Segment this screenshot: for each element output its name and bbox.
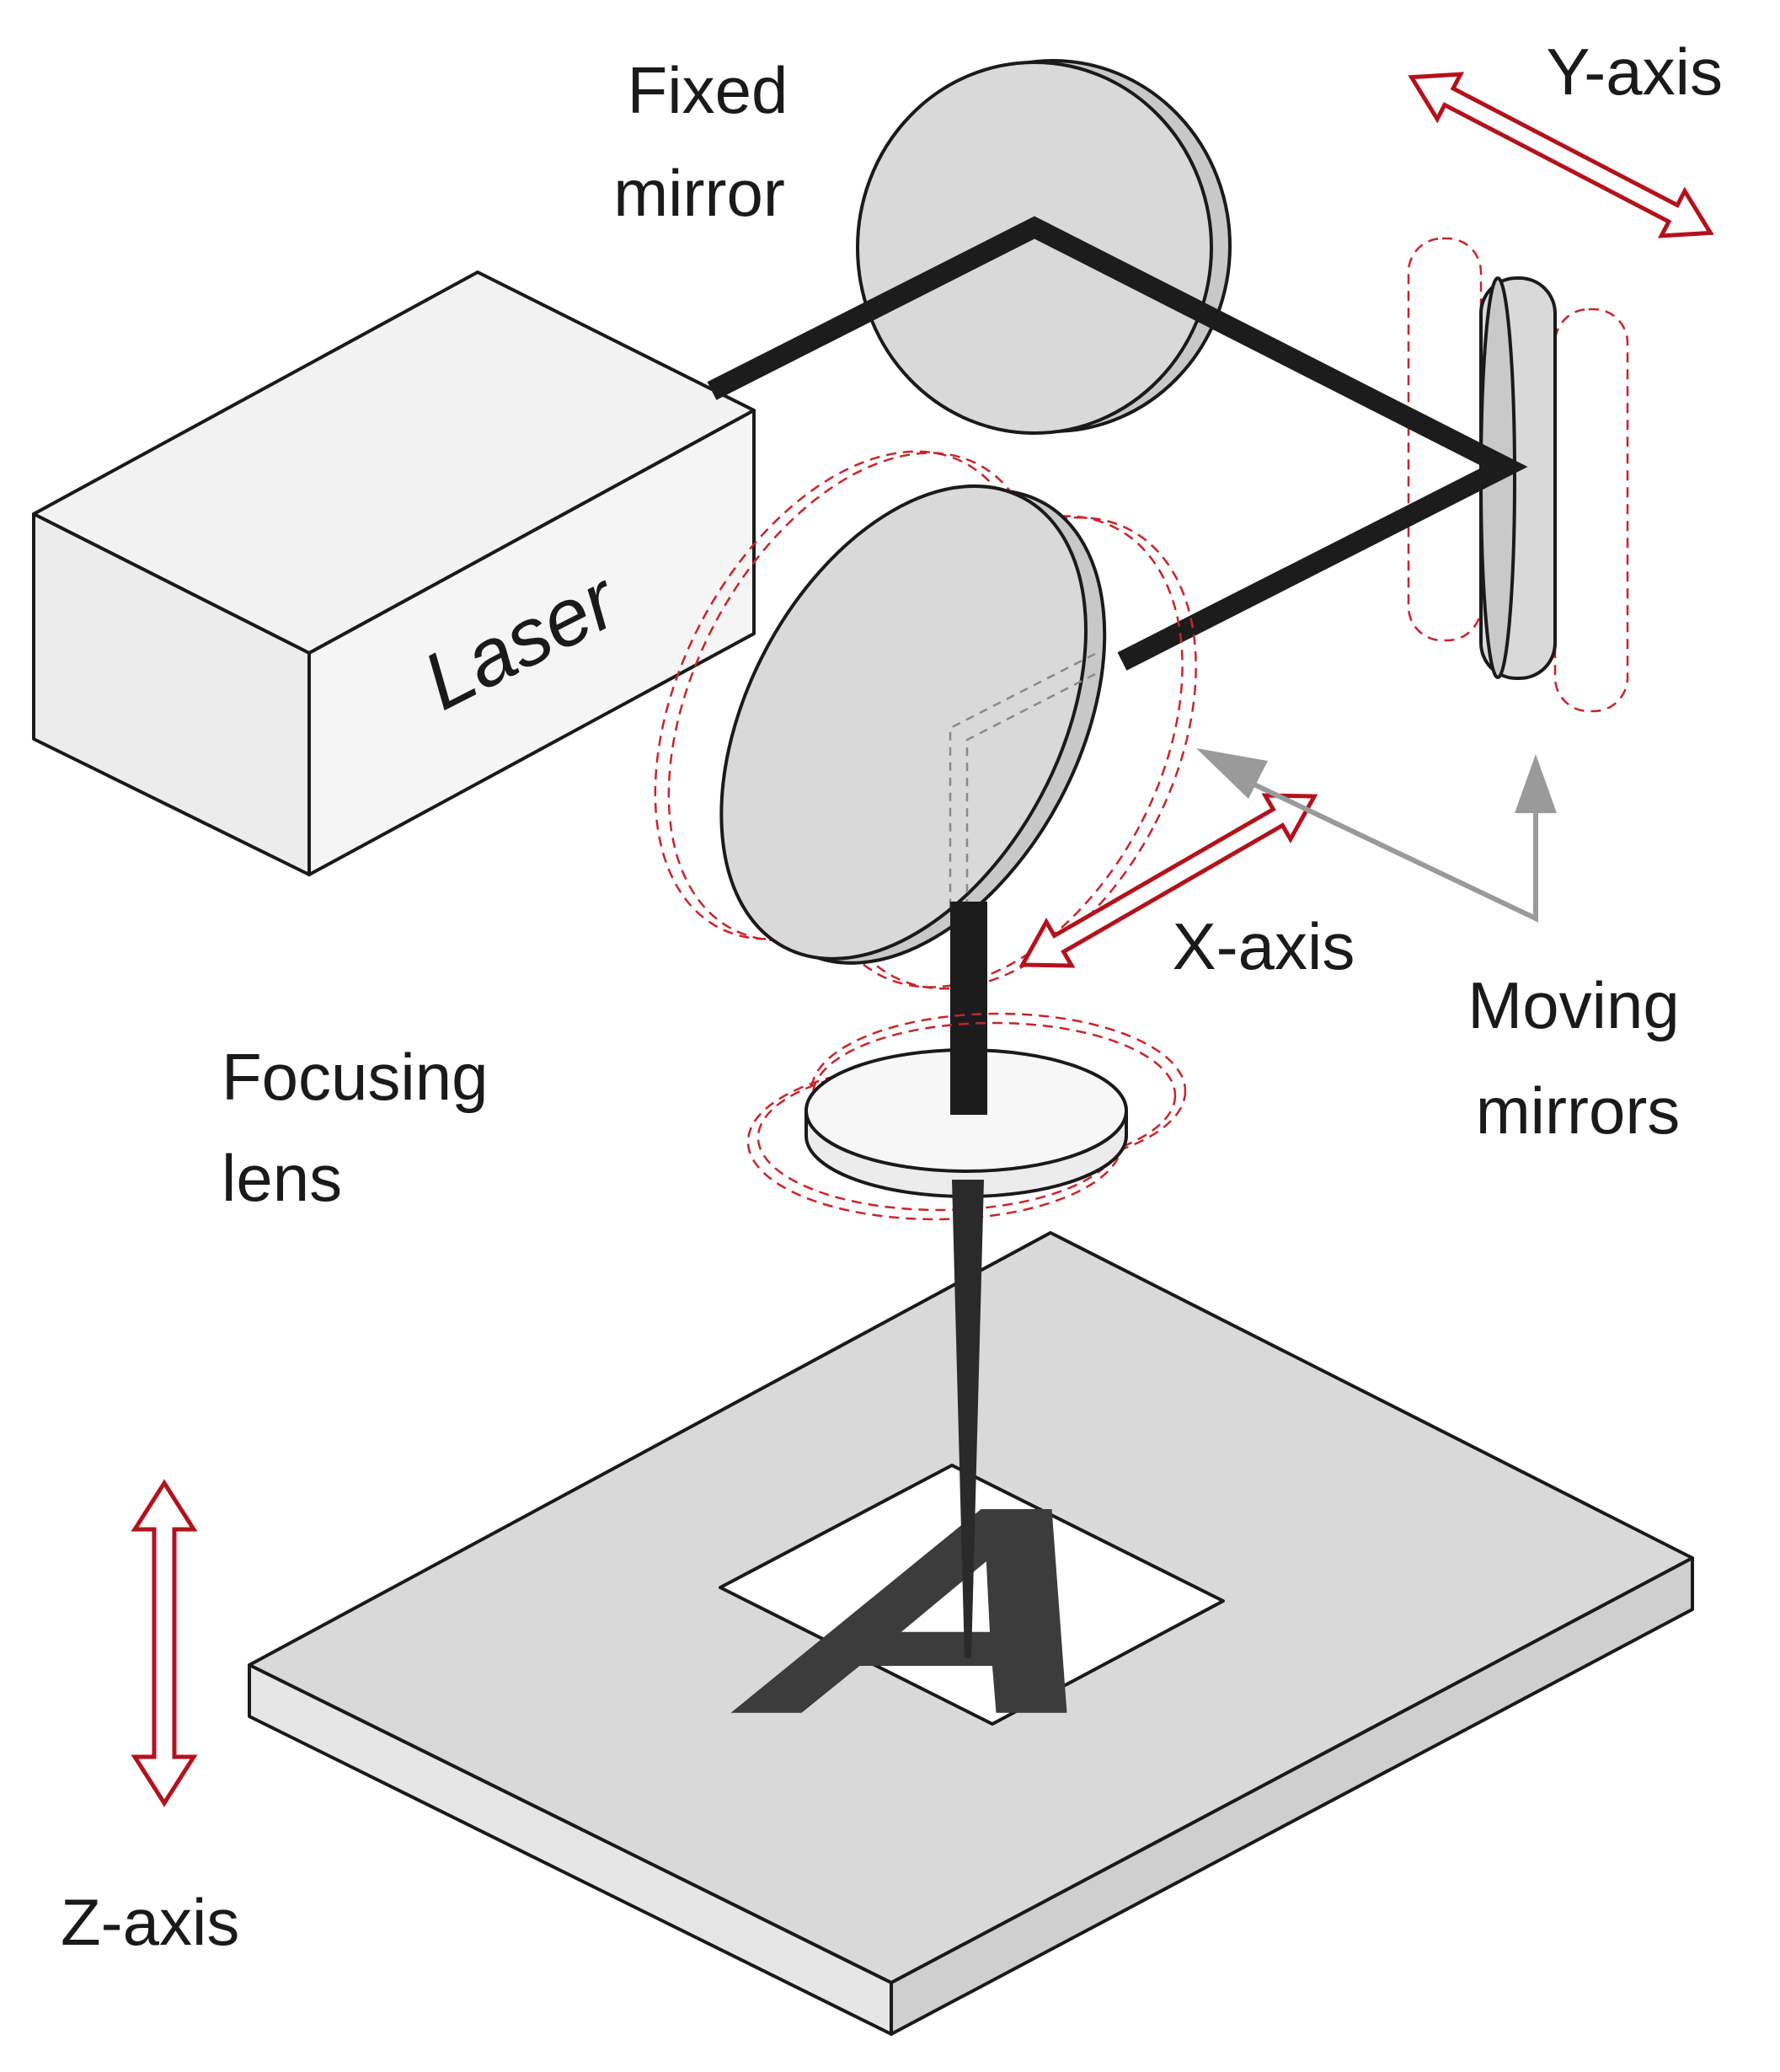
x-mirror-trace-4: [826, 516, 1197, 990]
z-axis-arrow-icon: [131, 1479, 198, 1807]
focused-beam: [952, 1180, 984, 1658]
pointer-arrowhead-up-icon: [1515, 754, 1557, 813]
pointer-line: [1237, 774, 1538, 923]
laser-beam: [707, 216, 1528, 671]
laser-box: Laser: [32, 270, 756, 876]
fixed-mirror: [856, 59, 1232, 435]
laser-box-side: [307, 409, 756, 876]
pointer-arrowhead-left-icon: [1196, 748, 1268, 799]
hidden-beam-path-inner: [965, 672, 1096, 914]
moving-mirrors-label-line1: Moving: [1467, 968, 1679, 1042]
focusing-lens: [746, 1012, 1187, 1221]
x-axis-label: X-axis: [1173, 909, 1355, 983]
y-axis-arrow-icon: [1408, 72, 1714, 238]
fixed-mirror-label-line1: Fixed: [628, 53, 788, 127]
moving-mirrors-label-line2: mirrors: [1476, 1073, 1681, 1148]
x-axis-arrow-icon: [1018, 793, 1318, 968]
beam-laser-to-fixed-mirror: [707, 216, 1528, 671]
y-axis-label: Y-axis: [1546, 35, 1723, 109]
fixed-mirror-label-line2: mirror: [613, 156, 785, 230]
y-mirror-trace-right: [1553, 308, 1629, 713]
engraved-letter-a-icon: [730, 1508, 1067, 1713]
work-table-front-right: [890, 1556, 1694, 2036]
x-mirror-face: [719, 484, 1088, 961]
lens-trace-3: [810, 1012, 1187, 1170]
focusing-lens-label-line2: lens: [222, 1141, 342, 1215]
moving-mirrors-pointer: [1196, 748, 1557, 923]
x-moving-mirror: [654, 450, 1197, 990]
y-moving-mirror: [1407, 237, 1629, 713]
z-axis-label: Z-axis: [61, 1885, 239, 1959]
beam-into-lens: [950, 1049, 987, 1115]
fixed-mirror-face: [856, 61, 1213, 435]
focusing-lens-label-line1: Focusing: [222, 1040, 489, 1114]
